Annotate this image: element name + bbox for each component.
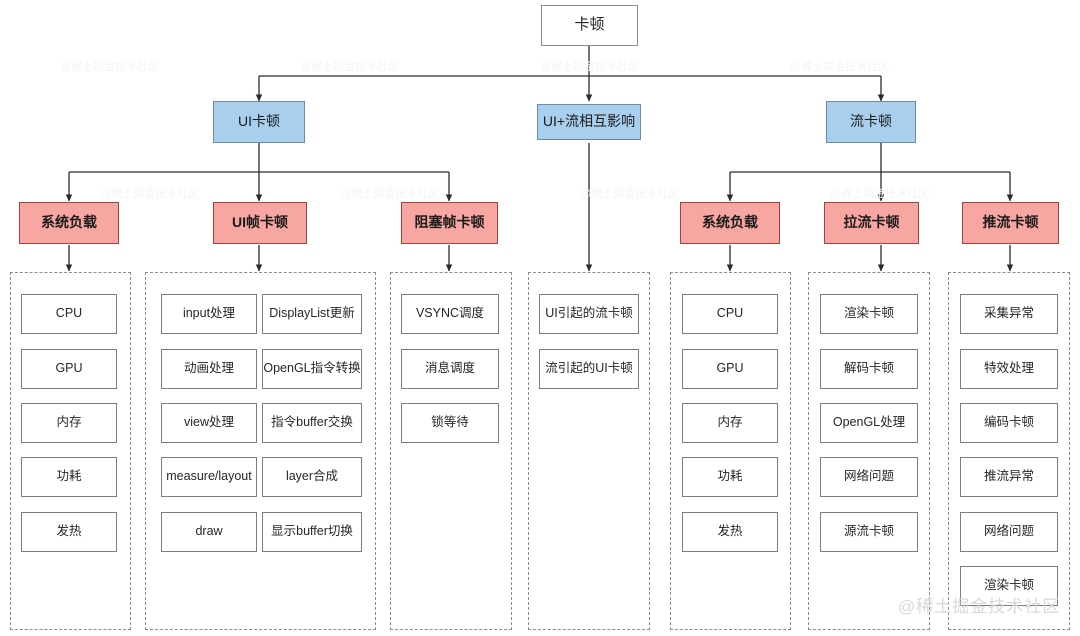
bg-watermark: @稀土掘金技术社区 — [340, 188, 440, 200]
leaf-node[interactable]: 渲染卡顿 — [820, 294, 918, 334]
leaf-node[interactable]: VSYNC调度 — [401, 294, 499, 334]
node-ui-stutter[interactable]: UI卡顿 — [213, 101, 305, 143]
group-system-load-ui — [10, 272, 131, 630]
leaf-node[interactable]: 动画处理 — [161, 349, 257, 389]
leaf-node[interactable]: 采集异常 — [960, 294, 1058, 334]
leaf-node[interactable]: DisplayList更新 — [262, 294, 362, 334]
bg-watermark: @稀土掘金技术社区 — [830, 188, 930, 200]
leaf-node[interactable]: draw — [161, 512, 257, 552]
leaf-node[interactable]: 功耗 — [682, 457, 778, 497]
node-system-load-stream[interactable]: 系统负载 — [680, 202, 780, 244]
group-pull-stream-stutter — [808, 272, 930, 630]
node-blocked-frame-stutter[interactable]: 阻塞帧卡顿 — [401, 202, 498, 244]
leaf-node[interactable]: layer合成 — [262, 457, 362, 497]
group-system-load-stream — [670, 272, 791, 630]
leaf-node[interactable]: 消息调度 — [401, 349, 499, 389]
leaf-node[interactable]: CPU — [21, 294, 117, 334]
node-ui-frame-stutter[interactable]: UI帧卡顿 — [213, 202, 307, 244]
leaf-node[interactable]: 功耗 — [21, 457, 117, 497]
group-blocked-frame-stutter — [390, 272, 512, 630]
node-pull-stream-stutter[interactable]: 拉流卡顿 — [824, 202, 919, 244]
leaf-node[interactable]: measure/layout — [161, 457, 257, 497]
bg-watermark: @稀土掘金技术社区 — [60, 61, 160, 73]
leaf-node[interactable]: OpenGL指令转换 — [262, 349, 362, 389]
group-push-stream-stutter — [948, 272, 1070, 630]
leaf-node[interactable]: 指令buffer交换 — [262, 403, 362, 443]
node-system-load-ui[interactable]: 系统负载 — [19, 202, 119, 244]
leaf-node[interactable]: CPU — [682, 294, 778, 334]
bg-watermark: @稀土掘金技术社区 — [580, 188, 680, 200]
leaf-node[interactable]: 流引起的UI卡顿 — [539, 349, 639, 389]
node-push-stream-stutter[interactable]: 推流卡顿 — [962, 202, 1059, 244]
leaf-node[interactable]: 显示buffer切换 — [262, 512, 362, 552]
node-root[interactable]: 卡顿 — [541, 5, 638, 46]
leaf-node[interactable]: OpenGL处理 — [820, 403, 918, 443]
leaf-node[interactable]: GPU — [682, 349, 778, 389]
leaf-node[interactable]: 推流异常 — [960, 457, 1058, 497]
group-ui-stream-interaction — [528, 272, 650, 630]
leaf-node[interactable]: 锁等待 — [401, 403, 499, 443]
node-stream-stutter[interactable]: 流卡顿 — [826, 101, 916, 143]
leaf-node[interactable]: GPU — [21, 349, 117, 389]
bg-watermark: @稀土掘金技术社区 — [540, 61, 640, 73]
leaf-node[interactable]: 解码卡顿 — [820, 349, 918, 389]
group-ui-frame-stutter — [145, 272, 376, 630]
leaf-node[interactable]: UI引起的流卡顿 — [539, 294, 639, 334]
leaf-node[interactable]: 源流卡顿 — [820, 512, 918, 552]
leaf-node[interactable]: 网络问题 — [820, 457, 918, 497]
leaf-node[interactable]: 编码卡顿 — [960, 403, 1058, 443]
leaf-node[interactable]: view处理 — [161, 403, 257, 443]
leaf-node[interactable]: input处理 — [161, 294, 257, 334]
leaf-node[interactable]: 发热 — [21, 512, 117, 552]
node-ui-stream-interaction[interactable]: UI+流相互影响 — [537, 104, 641, 140]
leaf-node[interactable]: 渲染卡顿 — [960, 566, 1058, 606]
watermark: @稀土掘金技术社区 — [898, 597, 1061, 616]
leaf-node[interactable]: 网络问题 — [960, 512, 1058, 552]
leaf-node[interactable]: 特效处理 — [960, 349, 1058, 389]
bg-watermark: @稀土掘金技术社区 — [790, 61, 890, 73]
leaf-node[interactable]: 发热 — [682, 512, 778, 552]
bg-watermark: @稀土掘金技术社区 — [300, 61, 400, 73]
leaf-node[interactable]: 内存 — [21, 403, 117, 443]
leaf-node[interactable]: 内存 — [682, 403, 778, 443]
bg-watermark: @稀土掘金技术社区 — [100, 188, 200, 200]
